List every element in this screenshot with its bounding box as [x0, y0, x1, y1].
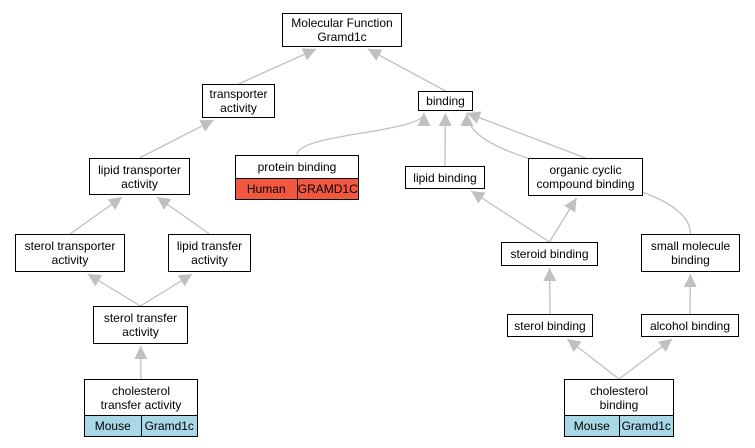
edge-organic_cyclic_compound_binding-to-binding	[466, 111, 586, 159]
species-gene-tags: Human GRAMD1C	[236, 178, 358, 199]
gene-tag: GRAMD1C	[296, 179, 358, 199]
edge-cholesterol_binding-to-alcohol_binding	[618, 338, 673, 380]
node-binding[interactable]: binding	[418, 91, 473, 111]
edge-lipid_transporter_activity-to-transporter_activity	[139, 119, 215, 159]
node-steroid-binding[interactable]: steroid binding	[501, 242, 598, 266]
edge-sterol_transfer_activity-to-lipid_transfer_activity	[140, 273, 193, 307]
node-protein-binding[interactable]: protein binding Human GRAMD1C	[235, 155, 359, 200]
node-sterol-transfer-activity[interactable]: sterol transfer activity	[93, 306, 188, 344]
edge-sterol_transfer_activity-to-sterol_transporter_activity	[87, 273, 141, 307]
node-cholesterol-binding[interactable]: cholesterol binding Mouse Gramd1c	[564, 379, 674, 437]
edge-steroid_binding-to-organic_cyclic_compound_binding	[548, 197, 578, 243]
edge-binding-to-root	[367, 48, 446, 92]
gene-tag: Gramd1c	[140, 416, 197, 436]
node-cholesterol-transfer-activity[interactable]: cholesterol transfer activity Mouse Gram…	[84, 379, 198, 437]
node-label: protein binding	[257, 160, 337, 174]
edge-steroid_binding-to-lipid_binding	[470, 190, 550, 243]
node-lipid-binding[interactable]: lipid binding	[405, 166, 485, 189]
node-organic-cyclic-compound-binding[interactable]: organic cyclic compound binding	[528, 158, 643, 196]
edge-cholesterol_binding-to-sterol_binding	[566, 338, 620, 380]
node-lipid-transporter-activity[interactable]: lipid transporter activity	[89, 158, 190, 195]
species-tag: Mouse	[85, 416, 141, 436]
node-lipid-transfer-activity[interactable]: lipid transfer activity	[168, 234, 251, 272]
gene-tag: Gramd1c	[618, 416, 673, 436]
edge-transporter_activity-to-root	[238, 48, 317, 85]
edge-sterol_transporter_activity-to-lipid_transporter_activity	[69, 196, 123, 235]
node-alcohol-binding[interactable]: alcohol binding	[641, 314, 739, 337]
node-label: cholesterol transfer activity	[100, 383, 182, 412]
node-transporter-activity[interactable]: transporter activity	[202, 84, 275, 118]
node-small-molecule-binding[interactable]: small molecule binding	[641, 234, 740, 272]
node-molecular-function-gramd1c[interactable]: Molecular Function Gramd1c	[282, 13, 402, 47]
node-sterol-transporter-activity[interactable]: sterol transporter activity	[15, 234, 125, 272]
species-gene-tags: Mouse Gramd1c	[565, 415, 673, 436]
edge-lipid_transfer_activity-to-lipid_transporter_activity	[156, 196, 210, 235]
species-tag: Human	[236, 179, 297, 199]
species-gene-tags: Mouse Gramd1c	[85, 415, 197, 436]
species-tag: Mouse	[565, 416, 619, 436]
node-sterol-binding[interactable]: sterol binding	[507, 314, 593, 337]
edge-protein_binding-to-binding	[296, 112, 431, 156]
node-label: cholesterol binding	[589, 383, 649, 412]
